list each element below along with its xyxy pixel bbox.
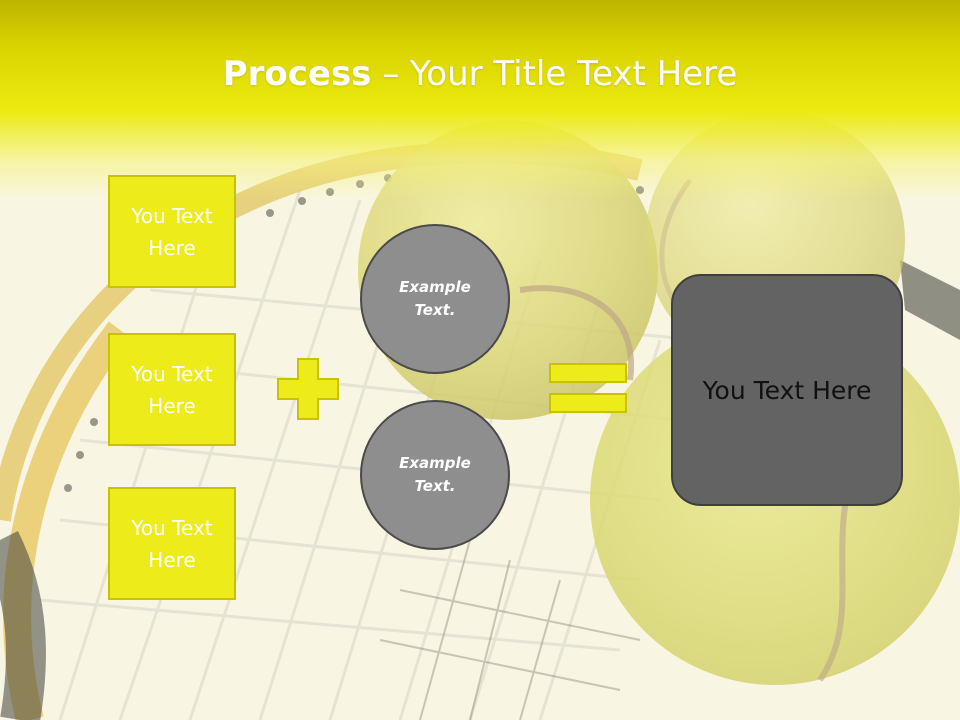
input-box-2-label: You Text Here bbox=[131, 361, 213, 418]
example-circle-1-label: Example Text. bbox=[399, 278, 471, 319]
plus-icon bbox=[277, 358, 339, 420]
example-circle-2-label: Example Text. bbox=[399, 454, 471, 495]
header-band bbox=[0, 0, 960, 200]
result-box: You Text Here bbox=[671, 274, 903, 506]
input-box-3: You Text Here bbox=[108, 487, 236, 600]
input-box-3-label: You Text Here bbox=[131, 515, 213, 572]
title-bold: Process bbox=[222, 54, 372, 94]
equals-bar-bottom bbox=[549, 393, 627, 413]
equals-bar-top bbox=[549, 363, 627, 383]
title-rest: – Your Title Text Here bbox=[371, 54, 738, 94]
result-label: You Text Here bbox=[702, 375, 872, 405]
slide-title: Process – Your Title Text Here bbox=[0, 52, 960, 96]
example-circle-2: Example Text. bbox=[360, 400, 510, 550]
example-circle-1: Example Text. bbox=[360, 224, 510, 374]
input-box-2: You Text Here bbox=[108, 333, 236, 446]
input-box-1-label: You Text Here bbox=[131, 203, 213, 260]
input-box-1: You Text Here bbox=[108, 175, 236, 288]
